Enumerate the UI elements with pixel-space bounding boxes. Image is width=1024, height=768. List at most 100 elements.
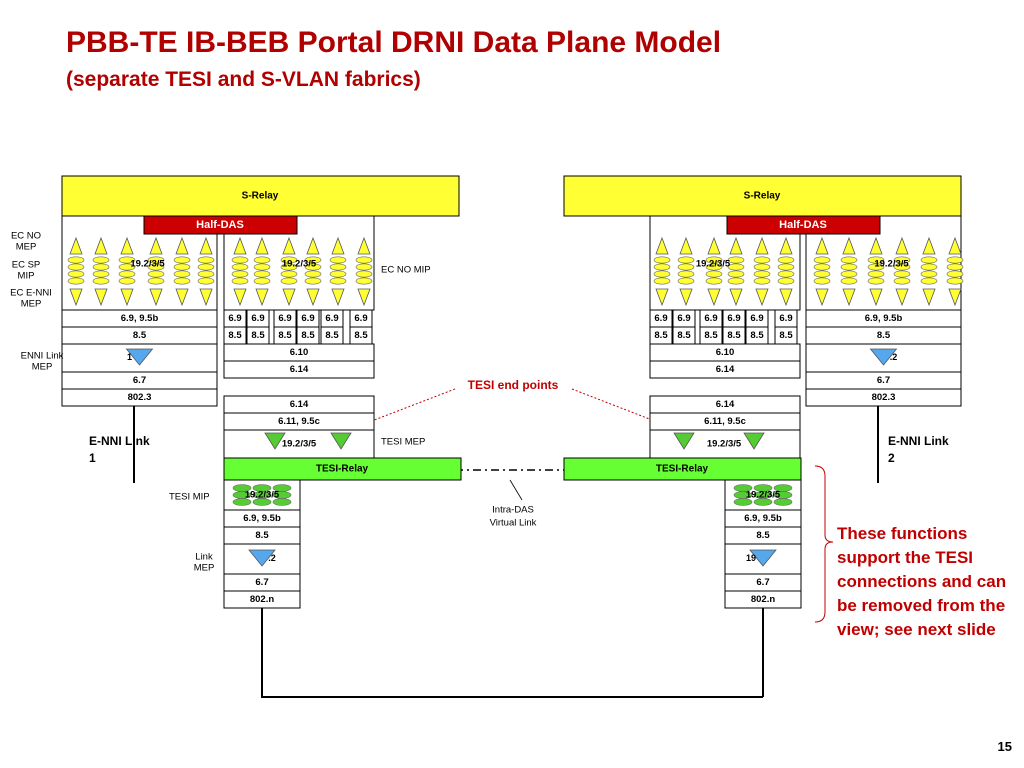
cell-85-small-label: 8.5 bbox=[325, 330, 339, 341]
ec-mip-oval bbox=[727, 263, 745, 271]
tesi-mep-triangle bbox=[673, 432, 695, 450]
intra-mep-area bbox=[223, 215, 375, 311]
ec-mip-oval bbox=[67, 256, 85, 264]
ec-enni-mep-label: MEP bbox=[21, 299, 42, 310]
ec-mip-oval bbox=[920, 270, 938, 278]
ec-mep-down-triangle bbox=[755, 288, 769, 307]
tesi-mip-label: 19.2/3/5 bbox=[245, 490, 280, 501]
enni-cell-85-label: 8.5 bbox=[877, 330, 891, 341]
ec-mip-oval bbox=[197, 256, 215, 264]
tesi-mep-triangle bbox=[330, 432, 352, 450]
ec-mip-oval bbox=[813, 263, 831, 271]
enni-mep-stack-label: 19.2/3/5 bbox=[130, 259, 165, 270]
cell-85-small-label: 8.5 bbox=[251, 330, 265, 341]
ec-mip-oval bbox=[118, 256, 136, 264]
half-das-label: Half-DAS bbox=[196, 219, 244, 231]
ec-mep-down-triangle bbox=[895, 288, 909, 307]
ec-mip-oval bbox=[329, 277, 347, 285]
ec-mip-oval bbox=[727, 277, 745, 285]
ec-mep-down-triangle bbox=[679, 288, 693, 307]
ec-mep-down-triangle bbox=[729, 288, 743, 307]
ec-mip-oval bbox=[329, 263, 347, 271]
ec-mep-down-triangle bbox=[149, 288, 163, 307]
ec-mip-oval bbox=[777, 270, 795, 278]
ec-no-mep-label: MEP bbox=[16, 242, 37, 253]
intra-cell-614-label: 6.14 bbox=[716, 364, 735, 375]
ec-mip-oval bbox=[118, 270, 136, 278]
ec-mip-oval bbox=[653, 277, 671, 285]
ec-mep-down-triangle bbox=[282, 288, 296, 307]
ec-mep-down-triangle bbox=[815, 288, 829, 307]
ec-mip-oval bbox=[753, 277, 771, 285]
ec-mip-oval bbox=[727, 270, 745, 278]
ec-mip-oval bbox=[304, 277, 322, 285]
ec-mip-oval bbox=[946, 270, 964, 278]
ec-mep-up-triangle bbox=[895, 236, 909, 255]
ec-mip-oval bbox=[777, 256, 795, 264]
ec-mip-oval bbox=[727, 256, 745, 264]
enni-cell-8023 bbox=[805, 388, 962, 407]
tesi-relay-label: TESI-Relay bbox=[316, 464, 369, 475]
ec-mip-oval bbox=[304, 263, 322, 271]
ec-mip-oval bbox=[840, 256, 858, 264]
link-cell-85-label: 8.5 bbox=[255, 530, 269, 541]
ec-mip-oval bbox=[946, 263, 964, 271]
intra-cell-610-label: 6.10 bbox=[290, 347, 309, 358]
link-mep-triangle bbox=[248, 549, 276, 567]
ec-mip-oval bbox=[173, 263, 191, 271]
cell-85-small-label: 8.5 bbox=[779, 330, 793, 341]
ec-mip-oval bbox=[329, 256, 347, 264]
intra-das-virtual-link-label: Intra-DAS bbox=[492, 505, 534, 516]
cell-85-small-label: 8.5 bbox=[278, 330, 292, 341]
ec-mip-oval bbox=[118, 263, 136, 271]
ec-mep-down-triangle bbox=[120, 288, 134, 307]
cell-69-small-label: 6.9 bbox=[228, 313, 241, 324]
cell-69-small-label: 6.9 bbox=[301, 313, 314, 324]
link-cell-67-label: 6.7 bbox=[255, 577, 268, 588]
cell-85-small-label: 8.5 bbox=[301, 330, 315, 341]
ec-mip-oval bbox=[355, 277, 373, 285]
cell-69-small-label: 6.9 bbox=[750, 313, 763, 324]
s-relay-label: S-Relay bbox=[744, 191, 781, 202]
cell-85-small-label: 8.5 bbox=[727, 330, 741, 341]
link-mep-partial-label: 19 bbox=[746, 553, 756, 563]
ec-mip-oval bbox=[355, 256, 373, 264]
ec-mip-oval bbox=[197, 270, 215, 278]
ec-mip-oval bbox=[920, 263, 938, 271]
cell-85-small-label: 8.5 bbox=[750, 330, 764, 341]
ec-mip-oval bbox=[67, 277, 85, 285]
ec-mip-oval bbox=[705, 256, 723, 264]
intra-cell-614 bbox=[223, 360, 375, 379]
ec-mip-oval bbox=[946, 277, 964, 285]
ec-mep-up-triangle bbox=[175, 236, 189, 255]
ec-mep-down-triangle bbox=[255, 288, 269, 307]
s-relay-box bbox=[61, 175, 460, 217]
link-cell-802n-label: 802.n bbox=[250, 594, 274, 605]
ec-mep-up-triangle bbox=[655, 236, 669, 255]
ec-mep-up-triangle bbox=[120, 236, 134, 255]
ec-no-mip-label: EC NO MIP bbox=[381, 265, 431, 276]
cell-69-small-label: 6.9 bbox=[727, 313, 740, 324]
ec-mip-oval bbox=[920, 256, 938, 264]
ec-mip-oval bbox=[173, 270, 191, 278]
ec-mip-oval bbox=[92, 277, 110, 285]
ec-mip-oval bbox=[705, 263, 723, 271]
enni-cell-69-95b-label: 6.9, 9.5b bbox=[121, 313, 159, 324]
intra-das-pointer-line bbox=[509, 479, 523, 501]
ec-mip-oval bbox=[329, 270, 347, 278]
cell-69-small-label: 6.9 bbox=[251, 313, 264, 324]
cell-69-small-label: 6.9 bbox=[278, 313, 291, 324]
ec-mip-oval bbox=[304, 270, 322, 278]
cell-85-small-label: 8.5 bbox=[654, 330, 668, 341]
ec-mep-up-triangle bbox=[306, 236, 320, 255]
tesi-mip-oval bbox=[733, 498, 753, 506]
link-cell-69-95b-label: 6.9, 9.5b bbox=[243, 513, 281, 524]
page-title: PBB-TE IB-BEB Portal DRNI Data Plane Mod… bbox=[66, 26, 722, 59]
ec-mip-oval bbox=[118, 277, 136, 285]
cell-69-small-label: 6.9 bbox=[654, 313, 667, 324]
ec-mip-oval bbox=[197, 263, 215, 271]
ec-mep-up-triangle bbox=[331, 236, 345, 255]
ec-mep-down-triangle bbox=[306, 288, 320, 307]
enni-cell-67-label: 6.7 bbox=[877, 375, 890, 386]
